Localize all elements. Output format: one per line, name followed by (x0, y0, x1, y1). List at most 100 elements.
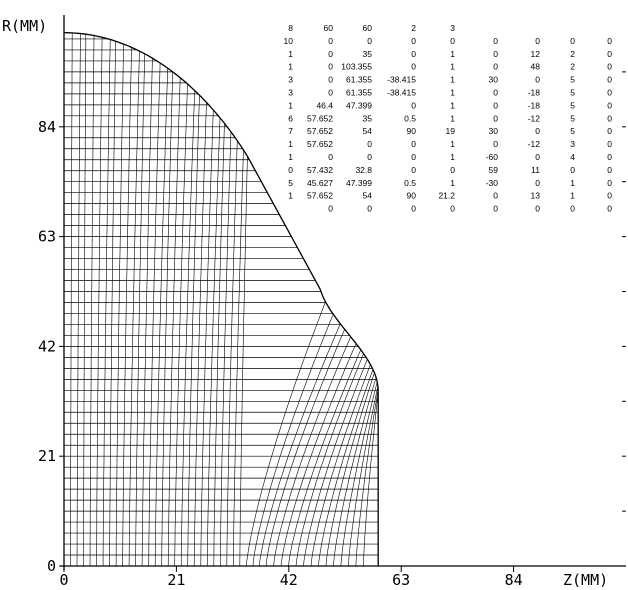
table-cell: 3 (570, 139, 575, 149)
table-cell: -38.415 (387, 75, 416, 85)
table-cell: 35 (363, 113, 373, 123)
mesh-line (273, 336, 351, 567)
table-cell: -60 (486, 152, 499, 162)
table-cell: 54 (363, 126, 373, 136)
table-cell: 61.355 (346, 75, 372, 85)
table-cell: 5 (570, 88, 575, 98)
x-tick-label: 63 (392, 571, 410, 589)
table-cell: 5 (570, 126, 575, 136)
mesh-line (310, 364, 371, 567)
y-tick-label: 21 (38, 447, 56, 465)
table-cell: 1 (450, 152, 455, 162)
table-cell: 5 (570, 113, 575, 123)
mesh-line (135, 53, 145, 567)
y-tick-label: 63 (38, 228, 56, 246)
table-cell: 54 (363, 191, 373, 201)
mesh-line (363, 391, 379, 567)
table-cell: 0 (570, 165, 575, 175)
table-cell: 1 (570, 191, 575, 201)
table-cell: 0 (607, 204, 612, 214)
table-cell: 0 (328, 36, 333, 46)
table-cell: 0 (411, 204, 416, 214)
y-tick-label: 0 (47, 557, 56, 575)
y-tick-label: 42 (38, 337, 56, 355)
table-cell: 0 (367, 139, 372, 149)
table-cell: 0 (493, 191, 498, 201)
mesh-line (154, 68, 168, 567)
table-cell: 30 (489, 126, 499, 136)
table-cell: 35 (363, 49, 373, 59)
table-cell: 48 (531, 62, 541, 72)
table-cell: 57.652 (307, 126, 333, 136)
table-cell: 4 (570, 152, 575, 162)
mesh-line (109, 41, 116, 566)
x-tick-label: 21 (167, 571, 185, 589)
table-cell: 0 (367, 36, 372, 46)
table-cell: 1 (288, 62, 293, 72)
mesh-line (288, 349, 362, 567)
table-cell: 0 (607, 126, 612, 136)
x-tick-label: 0 (59, 571, 68, 589)
y-axis-label: R(MM) (2, 17, 47, 35)
y-tick-label: 84 (38, 118, 56, 136)
mesh-line (102, 39, 111, 566)
x-tick-label: 84 (505, 571, 523, 589)
table-cell: 57.652 (307, 191, 333, 201)
mesh-line (200, 109, 214, 567)
table-cell: 0.5 (404, 113, 416, 123)
table-cell: 47.399 (346, 178, 372, 188)
table-cell: 0 (328, 152, 333, 162)
table-cell: 0 (607, 139, 612, 149)
axis-ticks: 0 21 42 63 84 0 21 42 63 84 (38, 71, 626, 589)
table-cell: 8 (288, 23, 293, 33)
table-cell: 5 (288, 178, 293, 188)
mesh-line (122, 47, 132, 567)
table-cell: 30 (489, 75, 499, 85)
table-cell: 1 (288, 152, 293, 162)
table-cell: 0 (493, 49, 498, 59)
mesh-line (226, 140, 238, 567)
table-cell: 12 (531, 49, 541, 59)
mesh-line (303, 359, 368, 567)
mesh-line (193, 102, 207, 567)
table-cell: 1 (450, 178, 455, 188)
table-cell: 0 (411, 49, 416, 59)
table-cell: 19 (446, 126, 456, 136)
mesh-line (207, 117, 221, 567)
table-cell: 90 (407, 126, 417, 136)
table-cell: 1 (570, 178, 575, 188)
table-cell: 0 (607, 165, 612, 175)
table-cell: 0 (607, 178, 612, 188)
table-cell: 3 (450, 23, 455, 33)
mesh-line (187, 95, 200, 567)
mesh-line (96, 37, 103, 566)
table-cell: 0 (535, 178, 540, 188)
table-cell: 0 (450, 165, 455, 175)
table-cell: 46.4 (316, 100, 333, 110)
table-cell: 0 (450, 36, 455, 46)
table-cell: 2 (570, 62, 575, 72)
table-cell: 90 (407, 191, 417, 201)
table-cell: 0 (328, 62, 333, 72)
mesh-line (220, 131, 232, 567)
mesh-line (265, 329, 345, 567)
table-cell: 32.8 (355, 165, 372, 175)
mesh-line (318, 369, 374, 567)
mesh-line (233, 149, 244, 567)
table-cell: 1 (450, 139, 455, 149)
table-cell: 0 (328, 49, 333, 59)
x-tick-label: 42 (280, 571, 298, 589)
table-cell: 0 (450, 204, 455, 214)
table-cell: 0 (411, 139, 416, 149)
table-cell: 5 (570, 75, 575, 85)
table-cell: 0 (411, 62, 416, 72)
table-cell: 2 (411, 23, 416, 33)
table-cell: 10 (284, 36, 294, 46)
table-cell: 57.652 (307, 139, 333, 149)
table-cell: 0 (607, 100, 612, 110)
table-cell: 1 (288, 191, 293, 201)
table-cell: -18 (528, 100, 541, 110)
table-cell: 11 (531, 165, 540, 175)
table-cell: 0 (535, 204, 540, 214)
